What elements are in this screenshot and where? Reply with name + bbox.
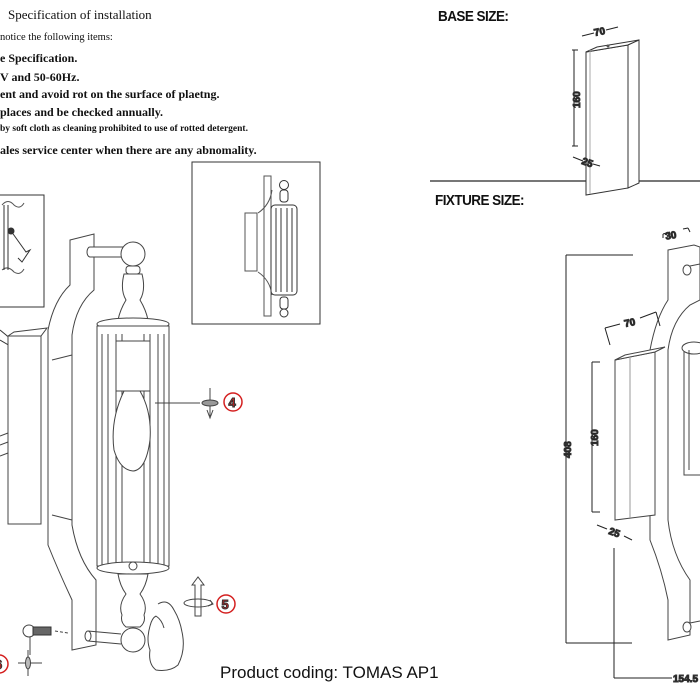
spec-line: notice the following items: (0, 32, 113, 43)
spec-line: by soft cloth as cleaning prohibited to … (0, 124, 248, 134)
assembled-preview-inset (191, 161, 321, 325)
fixture-base-width-label: 70 (623, 317, 637, 330)
base-size-heading: BASE SIZE: (438, 8, 509, 25)
base-width-label: 70 (593, 26, 607, 39)
fixture-projection-label: 154.5 (673, 674, 698, 685)
spec-line: V and 50-60Hz. (0, 70, 80, 84)
product-code: Product coding: TOMAS AP1 (220, 663, 439, 682)
fixture-drawing (614, 244, 700, 641)
base-depth-label: 25 (580, 156, 595, 170)
fixture-arm-width-label: 30 (664, 230, 677, 243)
spec-line: places and be checked annually. (0, 105, 164, 119)
base-height-label: 160 (572, 91, 583, 108)
spec-title: Specification of installation (8, 7, 152, 22)
step-4-number: 4 (229, 395, 237, 410)
fixture-total-height-label: 408 (563, 441, 574, 458)
fixture-size-heading: FIXTURE SIZE: (435, 192, 525, 209)
spec-line: e Specification. (0, 51, 78, 65)
step-4-marker: 4 (223, 392, 243, 412)
spec-line: ales service center when there are any a… (0, 143, 257, 157)
step-5-number: 5 (222, 597, 229, 612)
fixture-dimension-lines (565, 227, 691, 679)
screw-detail-inset (0, 194, 45, 361)
base-dimension-lines (572, 26, 619, 167)
section-divider (430, 180, 700, 182)
spec-line: ent and avoid rot on the surface of plae… (0, 87, 220, 101)
step-6-number: 6 (0, 657, 2, 672)
lamp-drawing (0, 233, 219, 676)
fixture-base-height-label: 160 (590, 429, 601, 446)
base-plate-drawing (585, 39, 640, 196)
fixture-depth-label: 25 (607, 526, 622, 540)
step-5-marker: 5 (216, 594, 236, 614)
step-6-marker: 6 (0, 654, 9, 674)
